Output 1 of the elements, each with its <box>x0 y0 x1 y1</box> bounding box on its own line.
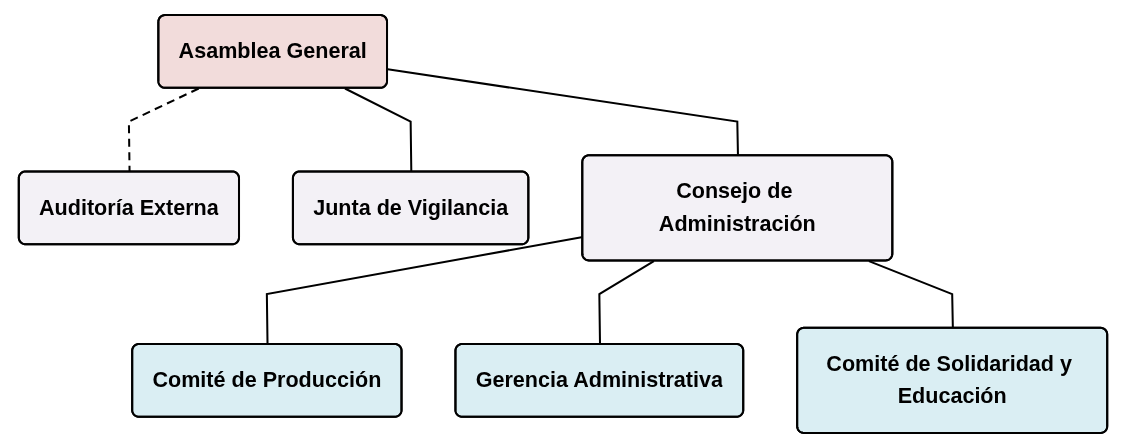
connector <box>868 259 954 328</box>
